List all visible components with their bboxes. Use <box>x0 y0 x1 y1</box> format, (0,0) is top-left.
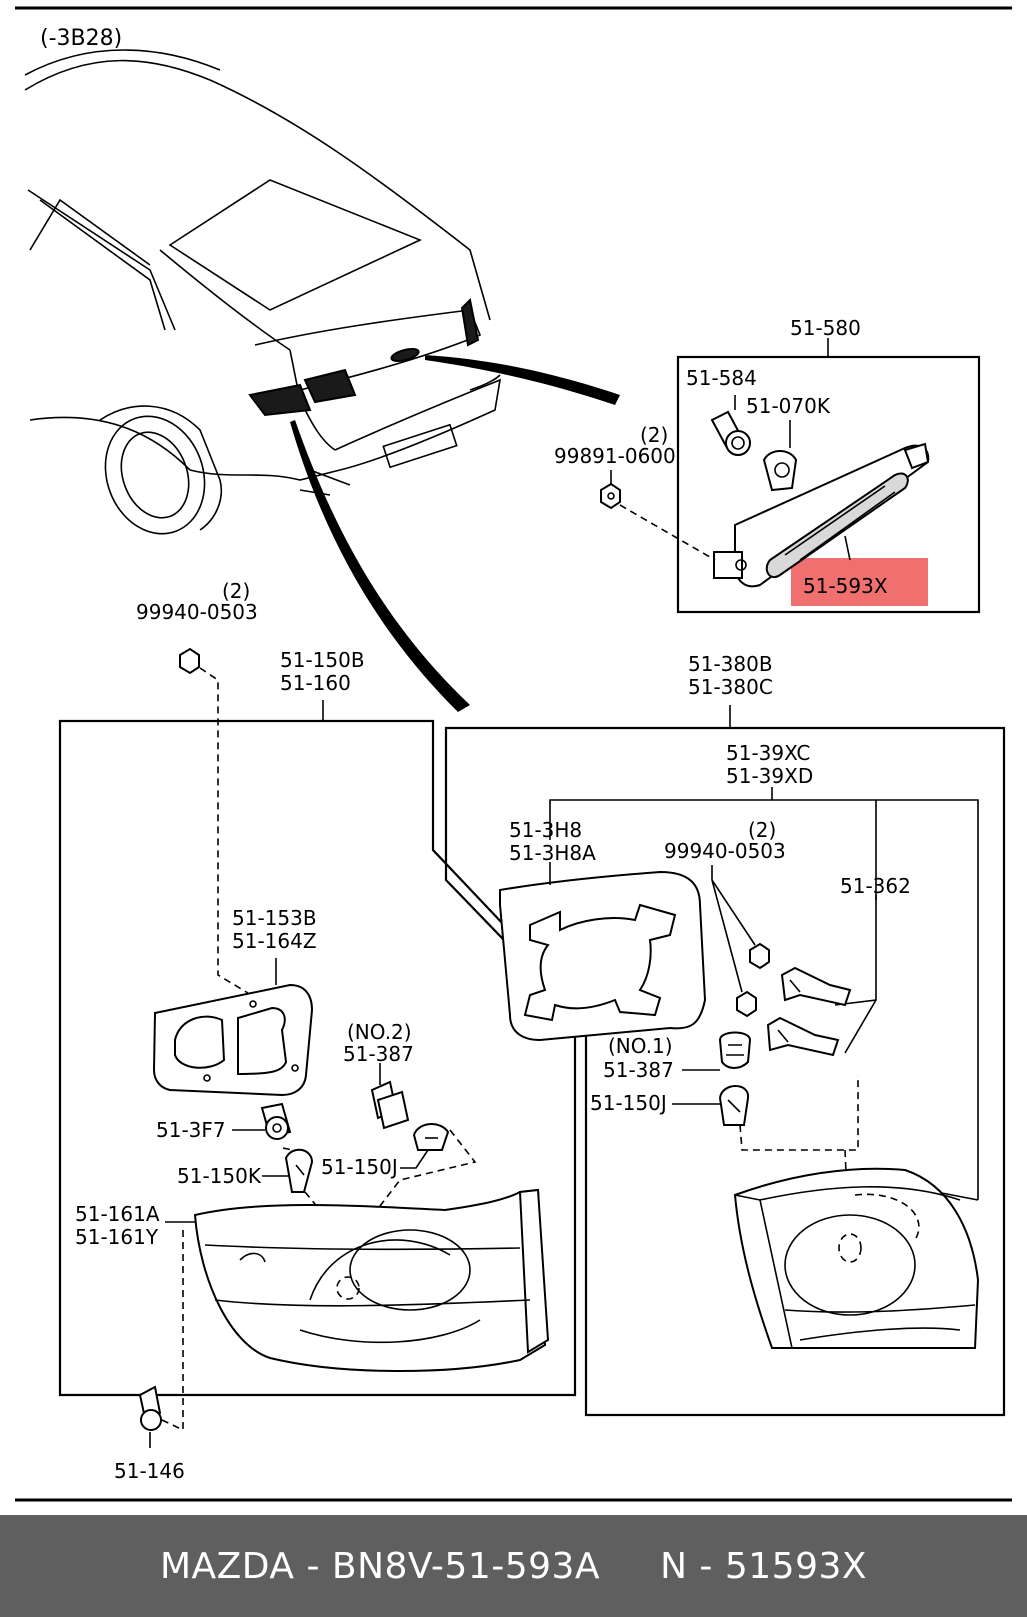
inner-lamp-group-box <box>444 726 1006 1417</box>
label-51-160: 51-160 <box>280 671 351 695</box>
label-51-3F7: 51-3F7 <box>156 1118 226 1142</box>
label-51-146: 51-146 <box>114 1459 185 1483</box>
part-number-footer: MAZDA - BN8V-51-593A N - 51593X <box>0 1515 1027 1617</box>
car-illustration <box>24 49 502 535</box>
label-99940-0503-right: 99940-0503 <box>664 839 786 863</box>
label-51-380B: 51-380B <box>688 652 773 676</box>
label-51-580: 51-580 <box>790 316 861 340</box>
label-51-150B: 51-150B <box>280 648 365 672</box>
label-51-593X: 51-593X <box>803 574 888 598</box>
label-51-150J-left: 51-150J <box>321 1155 398 1179</box>
bulb-51-150J-right <box>718 1085 750 1126</box>
label-51-150J-right: 51-150J <box>590 1091 667 1115</box>
gasket-51-3H8 <box>499 870 707 1042</box>
label-51-3H8A: 51-3H8A <box>509 841 596 865</box>
label-qty-99940-0503-left: (2) <box>222 579 250 603</box>
label-no2: (NO.2) <box>347 1020 412 1044</box>
label-51-3H8: 51-3H8 <box>509 818 582 842</box>
label-51-161A: 51-161A <box>75 1202 160 1226</box>
socket-51-3F7 <box>260 1102 292 1140</box>
label-qty-99940-0503-right: (2) <box>748 818 776 842</box>
bracket-51-362-upper <box>780 966 852 1007</box>
label-51-164Z: 51-164Z <box>232 929 317 953</box>
tail-lamp-inner <box>733 1167 980 1349</box>
tail-lamp-outer <box>193 1188 550 1372</box>
label-51-39XC: 51-39XC <box>726 741 810 765</box>
brake-light-lamp <box>713 442 930 588</box>
label-51-161Y: 51-161Y <box>75 1225 159 1249</box>
nut-99940-0503-lower <box>736 990 757 1018</box>
label-51-153B: 51-153B <box>232 906 317 930</box>
label-no1: (NO.1) <box>608 1034 673 1058</box>
screw-51-146 <box>138 1385 162 1431</box>
nut-99940-0503-top <box>179 647 200 675</box>
socket-51-584 <box>710 410 751 456</box>
bulb-51-150J-left <box>412 1123 450 1151</box>
highlight-51-593X <box>791 558 928 606</box>
bracket-51-362-lower <box>766 1016 840 1057</box>
gasket-51-153B <box>152 983 314 1097</box>
label-51-150K: 51-150K <box>177 1164 262 1188</box>
label-51-39XD: 51-39XD <box>726 764 813 788</box>
parts-diagram: (-3B28) 51-580 51-584 51-070K (2) 99891-… <box>15 6 1012 1502</box>
label-51-362: 51-362 <box>840 874 911 898</box>
label-99891-0600: 99891-0600 <box>554 444 676 468</box>
leader-to-brake-light <box>425 355 620 405</box>
nut-99891-0600 <box>600 482 621 510</box>
label-qty-99891-0600: (2) <box>640 423 668 447</box>
nut-99940-0503-upper <box>749 942 770 970</box>
bulb-51-150K <box>284 1148 314 1193</box>
diagram-part-number: N - 51593X <box>660 1545 868 1587</box>
label-99940-0503-left: 99940-0503 <box>136 600 258 624</box>
oem-part-number: MAZDA - BN8V-51-593A <box>159 1545 601 1587</box>
socket-51-387-no2 <box>370 1080 410 1130</box>
label-51-380C: 51-380C <box>688 675 773 699</box>
label-51-584: 51-584 <box>686 366 757 390</box>
label-51-387-no1: 51-387 <box>603 1058 674 1082</box>
label-51-387-no2: 51-387 <box>343 1042 414 1066</box>
label-51-070K: 51-070K <box>746 394 831 418</box>
figure-reference: (-3B28) <box>40 26 122 51</box>
socket-51-387-no1 <box>718 1031 752 1069</box>
bulb-51-070K <box>762 450 798 492</box>
